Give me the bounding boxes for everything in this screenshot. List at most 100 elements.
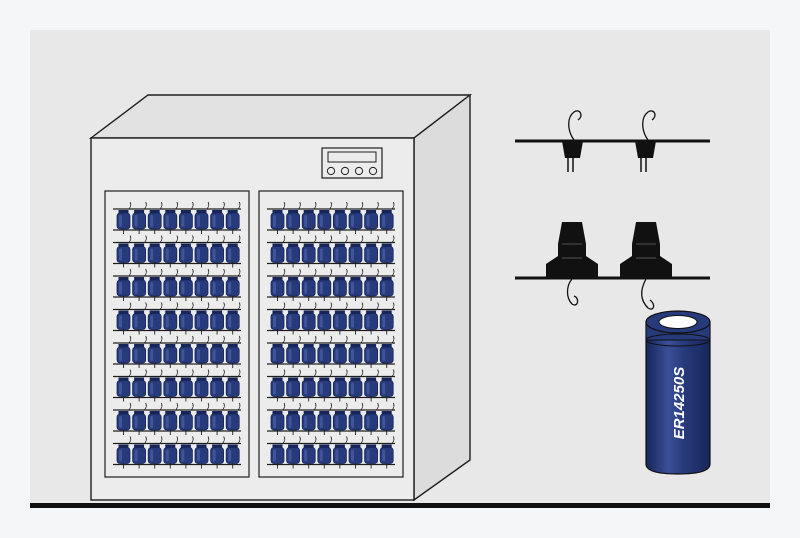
battery-cell xyxy=(132,335,147,368)
battery-cell xyxy=(301,402,317,435)
battery-cell xyxy=(163,335,178,368)
battery-cell xyxy=(286,302,301,335)
battery-cell xyxy=(210,369,225,402)
battery-row xyxy=(113,335,241,368)
battery-cell xyxy=(147,235,163,268)
battery-row xyxy=(113,369,241,402)
battery-cell xyxy=(364,268,379,301)
battery-cell xyxy=(225,302,241,335)
battery-cell xyxy=(132,235,147,268)
battery-cell xyxy=(301,335,317,368)
battery-cell xyxy=(286,235,301,268)
battery-cell xyxy=(301,302,317,335)
battery-terminal xyxy=(658,315,698,329)
battery-cell xyxy=(348,436,364,469)
battery-label: ER14250S xyxy=(671,367,688,440)
battery-cell xyxy=(225,335,241,368)
battery-cell xyxy=(116,235,132,268)
battery-cell xyxy=(116,268,132,301)
display-button xyxy=(354,166,364,176)
battery-cell xyxy=(178,268,194,301)
battery-cell xyxy=(163,201,178,234)
battery-cell xyxy=(116,302,132,335)
battery-cell xyxy=(178,369,194,402)
battery-body xyxy=(645,321,711,475)
battery-row xyxy=(113,201,241,234)
battery-cell xyxy=(147,201,163,234)
battery-cell xyxy=(332,268,348,301)
small-holder xyxy=(562,110,583,172)
battery-cell xyxy=(379,436,395,469)
bottom-holder-strip xyxy=(515,222,710,310)
battery-cell xyxy=(132,201,147,234)
battery-cell xyxy=(317,268,332,301)
battery-cell xyxy=(210,302,225,335)
battery-cell xyxy=(379,235,395,268)
battery-cell xyxy=(178,302,194,335)
battery-cell xyxy=(317,235,332,268)
battery-cell xyxy=(286,201,301,234)
battery-row xyxy=(267,302,395,335)
battery-cell xyxy=(194,268,210,301)
battery-cell xyxy=(317,302,332,335)
battery-cell xyxy=(286,268,301,301)
battery-cell xyxy=(116,369,132,402)
battery-cell xyxy=(286,335,301,368)
battery-row xyxy=(267,436,395,469)
battery-cell xyxy=(270,235,286,268)
battery-cell xyxy=(194,335,210,368)
display-button xyxy=(326,166,336,176)
battery-cell xyxy=(379,302,395,335)
display-button xyxy=(368,166,378,176)
battery-cell xyxy=(116,436,132,469)
battery-row xyxy=(113,268,241,301)
battery-row xyxy=(267,335,395,368)
battery-cell xyxy=(332,436,348,469)
display-button xyxy=(340,166,350,176)
battery-cell xyxy=(132,302,147,335)
battery-cell xyxy=(379,402,395,435)
battery-cell xyxy=(332,335,348,368)
floor-line xyxy=(30,503,770,508)
battery-cell xyxy=(116,335,132,368)
battery-cell xyxy=(364,335,379,368)
battery-cell xyxy=(286,402,301,435)
battery-cell xyxy=(225,436,241,469)
battery-cell xyxy=(270,402,286,435)
battery-cell xyxy=(210,201,225,234)
battery-cell xyxy=(194,369,210,402)
battery-cell xyxy=(163,402,178,435)
battery-cell xyxy=(210,335,225,368)
battery-cell xyxy=(286,436,301,469)
large-holder xyxy=(546,222,598,306)
battery-row xyxy=(267,201,395,234)
battery-cell xyxy=(194,402,210,435)
battery-cell xyxy=(163,235,178,268)
battery-cell xyxy=(225,201,241,234)
small-holder xyxy=(635,110,656,172)
battery-cell xyxy=(379,201,395,234)
battery-cell xyxy=(348,302,364,335)
battery-row xyxy=(113,402,241,435)
battery-row xyxy=(113,302,241,335)
battery-cell xyxy=(270,268,286,301)
battery-cell xyxy=(147,369,163,402)
battery-cell xyxy=(210,402,225,435)
battery-cell xyxy=(317,369,332,402)
battery-cell xyxy=(364,369,379,402)
er14250s-battery: ER14250S xyxy=(645,310,711,475)
battery-cell xyxy=(348,335,364,368)
battery-cell xyxy=(210,235,225,268)
battery-cell xyxy=(317,335,332,368)
cabinet-door-panel xyxy=(104,190,250,478)
battery-cell xyxy=(225,235,241,268)
battery-cell xyxy=(132,436,147,469)
battery-cell xyxy=(270,335,286,368)
battery-cell xyxy=(301,235,317,268)
battery-cell xyxy=(348,235,364,268)
battery-cell xyxy=(178,335,194,368)
display-screen xyxy=(327,151,377,163)
battery-cell xyxy=(132,402,147,435)
battery-cell xyxy=(225,402,241,435)
